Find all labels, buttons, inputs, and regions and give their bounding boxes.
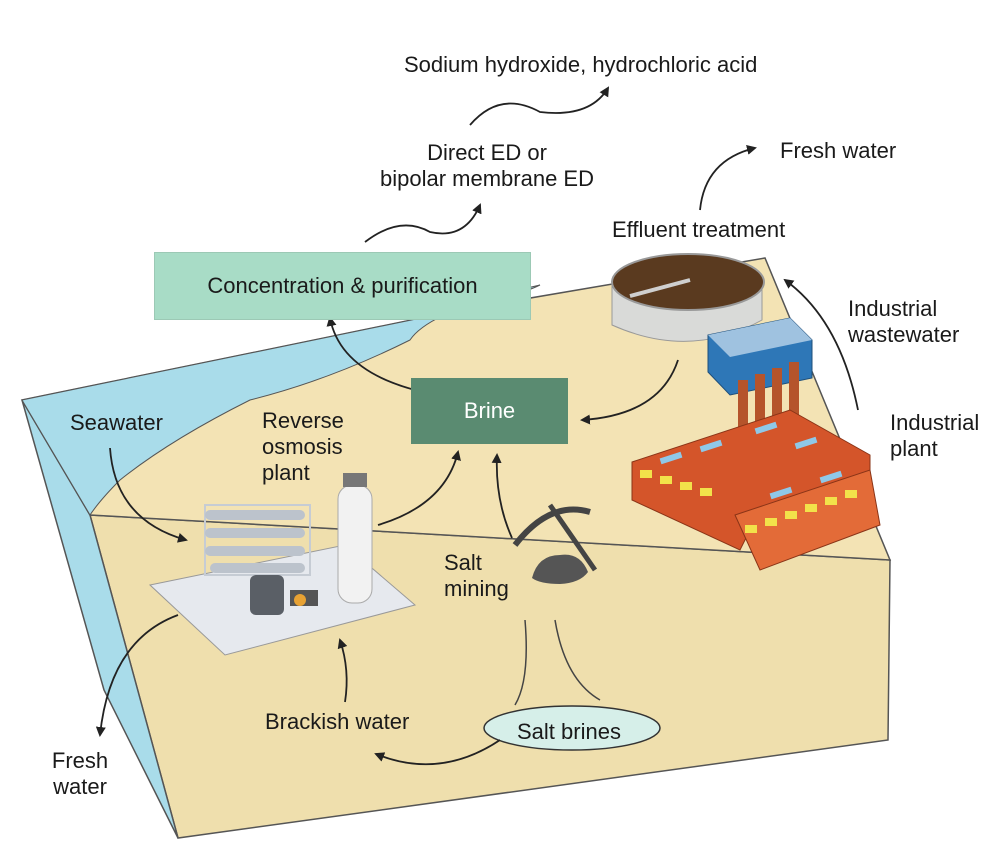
industrial-plant-label: Industrial plant [890,410,980,461]
arrow-coast-to-freshwater [95,614,179,737]
salt-brines-pool [483,705,661,751]
arrow-mining-to-brine [491,453,513,539]
industrial-wastewater-label: Industrial wastewater [848,296,960,347]
arrow-effluent-to-brine [580,359,679,425]
concentration-box: Concentration & purification [154,252,531,320]
effluent-tank-icon [611,253,765,342]
salt-pile-icon [532,554,588,584]
pickaxe-icon [512,503,598,572]
arrow-seawater-to-ro [109,447,188,543]
arrow-plant-to-effluent [783,278,859,411]
fresh-water-bottom-label: Fresh water [51,748,109,799]
brine-box: Brine [411,378,568,444]
flow-arrows [95,86,859,766]
sea-area [21,284,541,516]
seawater-label: Seawater [70,410,163,435]
brackish-water-label: Brackish water [265,709,410,734]
reverse-osmosis-label: Reverse osmosis plant [262,408,344,485]
fresh-water-top-label: Fresh water [780,138,897,163]
arrow-concentration-to-ed [364,203,482,243]
arrow-brackish-to-ro [337,638,348,703]
salt-brines-label: Salt brines [517,719,621,744]
reverse-osmosis-plant-icon [148,473,417,656]
concentration-label: Concentration & purification [207,273,478,298]
arrow-ro-to-brine [377,450,461,526]
effluent-treatment-label: Effluent treatment [612,217,786,242]
arrow-brine-to-concentration [326,316,416,391]
brine-label: Brine [463,398,516,423]
ed-process-label: Direct ED or bipolar membrane ED [380,140,594,191]
products-label: Sodium hydroxide, hydrochloric acid [404,52,758,77]
industrial-plant-icon [631,317,881,571]
salt-mining-label: Salt mining [444,550,509,601]
arrow-brines-to-fresh [374,739,501,766]
arrow-effluent-to-freshwater [699,145,757,211]
underground-crack [514,619,601,706]
arrow-ed-to-products [469,86,610,126]
